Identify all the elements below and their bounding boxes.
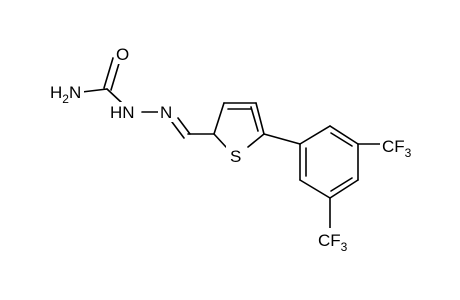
bond-c-o-1 [110,59,121,91]
bond-ar-2 [329,125,359,145]
cf3-top-label: CF3 [382,137,412,160]
bond-ar-4 [329,179,359,199]
sulfur-label: S [230,147,241,166]
bond-c-o-2 [103,57,114,89]
bond-n-ch-2 [171,121,185,139]
bond-thiophene-phenyl [263,133,301,145]
bond-c3-c2 [213,102,225,135]
bond-c2-s [213,133,227,148]
hydrazine-nh-label: HN [110,103,135,122]
bond-c-nh [106,88,123,104]
amine-label: H2N [50,83,81,106]
bond-n-ch-1 [177,117,191,135]
bond-ar-1 [299,125,331,145]
bond-ar-5 [299,179,331,199]
bond-c5-c4-inner [250,106,259,132]
bond-ar-inner-2 [330,177,353,192]
bond-c5-c4 [255,102,265,135]
bond-s-c5 [247,133,265,148]
cf3-bottom-label: CF3 [318,231,348,254]
bond-c-nh2 [81,88,108,93]
imine-n-label: N [160,103,172,122]
bond-ar-inner-1 [330,132,353,147]
oxygen-label: O [116,45,129,64]
